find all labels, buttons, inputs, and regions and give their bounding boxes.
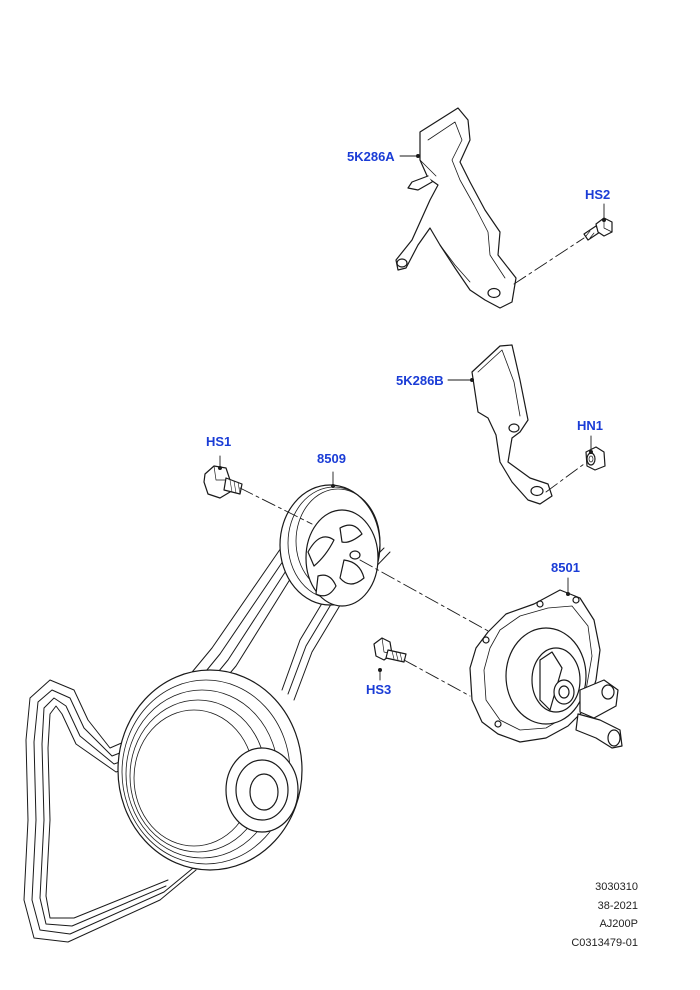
pulley-8509 <box>279 484 381 607</box>
assembly-centerlines <box>239 237 585 697</box>
crankshaft-pulley <box>117 669 303 871</box>
illustration-number: C0313479-01 <box>571 936 638 949</box>
leader-dots <box>218 154 606 672</box>
bracket-5k286b <box>471 344 553 505</box>
bracket-5k286a <box>395 107 517 309</box>
callout-hs2[interactable]: HS2 <box>585 187 611 202</box>
bolt-hs2 <box>583 217 613 241</box>
callout-hn1[interactable]: HN1 <box>577 418 604 433</box>
reference-date: 38-2021 <box>597 899 638 912</box>
callout-hs3[interactable]: HS3 <box>366 682 392 697</box>
callout-5k286b[interactable]: 5K286B <box>396 373 444 388</box>
nut-hn1 <box>585 446 606 471</box>
drawing-reference-block: 3030310 38-2021 AJ200P C0313479-01 <box>548 878 638 952</box>
callout-8509[interactable]: 8509 <box>317 451 346 466</box>
vacuum-pump-8501 <box>469 589 623 749</box>
callout-8501[interactable]: 8501 <box>551 560 580 575</box>
engine-code: AJ200P <box>599 918 638 930</box>
callout-5k286a[interactable]: 5K286A <box>347 149 395 164</box>
callout-hs1[interactable]: HS1 <box>206 434 232 449</box>
reference-code: 3030310 <box>595 881 638 893</box>
bolt-hs1 <box>203 465 243 499</box>
bolt-hs3 <box>373 637 407 663</box>
